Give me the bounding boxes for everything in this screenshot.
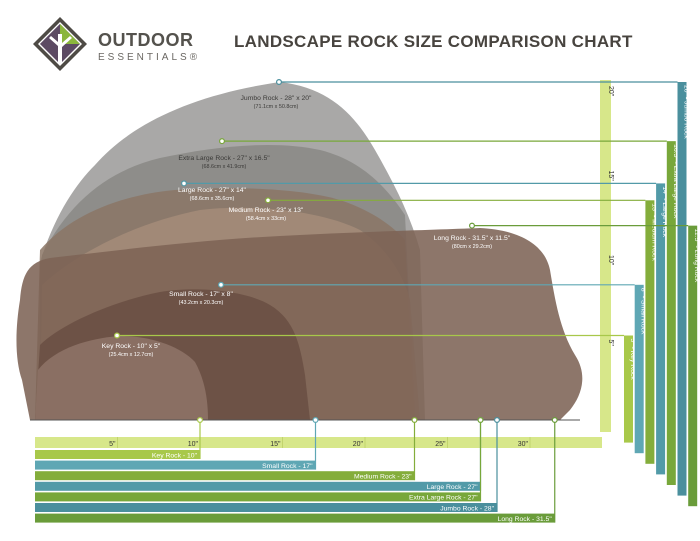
medium-height-marker (265, 197, 272, 204)
horizontal-ruler (35, 437, 602, 448)
large-height-label: 14" - Large Rock (661, 186, 668, 237)
x-tick-label: 20" (353, 441, 364, 448)
key-height-band (624, 335, 633, 443)
jumbo-height-band (677, 82, 687, 496)
y-tick-label: 15" (607, 171, 614, 182)
small-width-label: Small Rock - 17" (262, 463, 313, 470)
jumbo-height-marker (276, 78, 283, 85)
jumbo-width-band (35, 503, 497, 512)
brand-logo: OUTDOOR ESSENTIALS® (30, 14, 200, 80)
measurement-bands: Key Rock - 10" Small Rock - 17" Medium Roc… (35, 78, 700, 523)
long-width-band (35, 513, 555, 523)
jumbo-name-label: Jumbo Rock - 28" x 20" (241, 95, 313, 102)
long-metric-label: (80cm x 29.2cm) (452, 244, 492, 250)
large-width-label: Large Rock - 27" (427, 484, 478, 491)
large-height-band (656, 183, 666, 475)
xlarge-height-label: 16.5" - Extra Large Rock (672, 144, 679, 219)
medium-metric-label: (58.4cm x 33cm) (246, 216, 286, 222)
key-width-band (35, 450, 200, 459)
medium-width-label: Medium Rock - 23" (354, 474, 412, 481)
long-name-label: Long Rock - 31.5" x 11.5" (434, 235, 511, 242)
xlarge-height-band (666, 141, 676, 485)
xlarge-name-label: Extra Large Rock - 27" x 16.5" (178, 155, 270, 162)
tree-logo-icon (33, 17, 87, 71)
brand-subtitle: ESSENTIALS® (98, 52, 201, 63)
y-tick-label: 20" (607, 86, 614, 97)
jumbo-width-marker (494, 417, 501, 424)
small-metric-label: (43.2cm x 20.3cm) (179, 300, 224, 306)
small-height-band (634, 284, 644, 454)
jumbo-height-label: 20" - Jumbo Rock (683, 85, 690, 139)
key-width-label: Key Rock - 10" (152, 452, 198, 459)
small-width-marker (312, 417, 319, 424)
small-height-marker (218, 281, 225, 288)
long-height-label: 11.5" - Long Rock (693, 229, 700, 283)
long-height-band (688, 225, 698, 507)
y-tick-label: 5" (607, 340, 614, 347)
key-rock-shape (35, 336, 208, 420)
small-width-band (35, 460, 316, 470)
x-tick-label: 25" (435, 441, 446, 448)
medium-width-marker (411, 417, 418, 424)
x-tick-label: 10" (188, 441, 199, 448)
xlarge-metric-label: (68.6cm x 41.9cm) (202, 164, 247, 170)
large-height-marker (181, 180, 188, 187)
key-height-marker (113, 332, 120, 339)
medium-height-label: 13" - Medium Rock (650, 203, 657, 261)
small-name-label: Small Rock - 17" x 8" (169, 291, 233, 298)
jumbo-metric-label: (71.1cm x 50.8cm) (254, 104, 299, 110)
medium-name-label: Medium Rock - 23" x 13" (229, 207, 304, 214)
rock-silhouettes (16, 82, 583, 421)
large-width-band (35, 481, 481, 491)
key-width-marker (197, 417, 204, 424)
y-tick-label: 10" (607, 255, 614, 266)
ruler-layer: 5" 10" 15" 20" 25" 30" 5" 10" 15" 20" (35, 80, 614, 448)
key-height-label: 5" - Key Rock (629, 339, 636, 381)
x-tick-label: 5" (109, 441, 116, 448)
chart-title: LANDSCAPE ROCK SIZE COMPARISON CHART (234, 32, 633, 51)
key-metric-label: (25.4cm x 12.7cm) (109, 352, 154, 358)
medium-width-band (35, 471, 415, 481)
xlarge-width-label: Extra Large Rock - 27" (409, 495, 478, 502)
vertical-ruler (600, 80, 611, 432)
large-metric-label: (68.6cm x 35.6cm) (190, 196, 235, 202)
small-height-label: 8" - Small Rock (640, 288, 647, 335)
x-tick-label: 30" (518, 441, 529, 448)
long-width-label: Long Rock - 31.5" (498, 516, 553, 523)
xlarge-width-band (35, 492, 481, 502)
rock-labels: Key Rock - 10" x 5" (25.4cm x 12.7cm) Smal… (102, 95, 511, 358)
long-width-marker (551, 417, 558, 424)
key-name-label: Key Rock - 10" x 5" (102, 343, 161, 350)
large-name-label: Large Rock - 27" x 14" (178, 187, 247, 194)
xlarge-height-marker (219, 138, 226, 145)
brand-name: OUTDOOR (98, 30, 194, 50)
xlarge-width-marker (477, 417, 484, 424)
jumbo-width-label: Jumbo Rock - 28" (440, 505, 494, 512)
x-tick-label: 15" (270, 441, 281, 448)
medium-height-band (645, 200, 655, 464)
long-height-marker (469, 222, 476, 229)
